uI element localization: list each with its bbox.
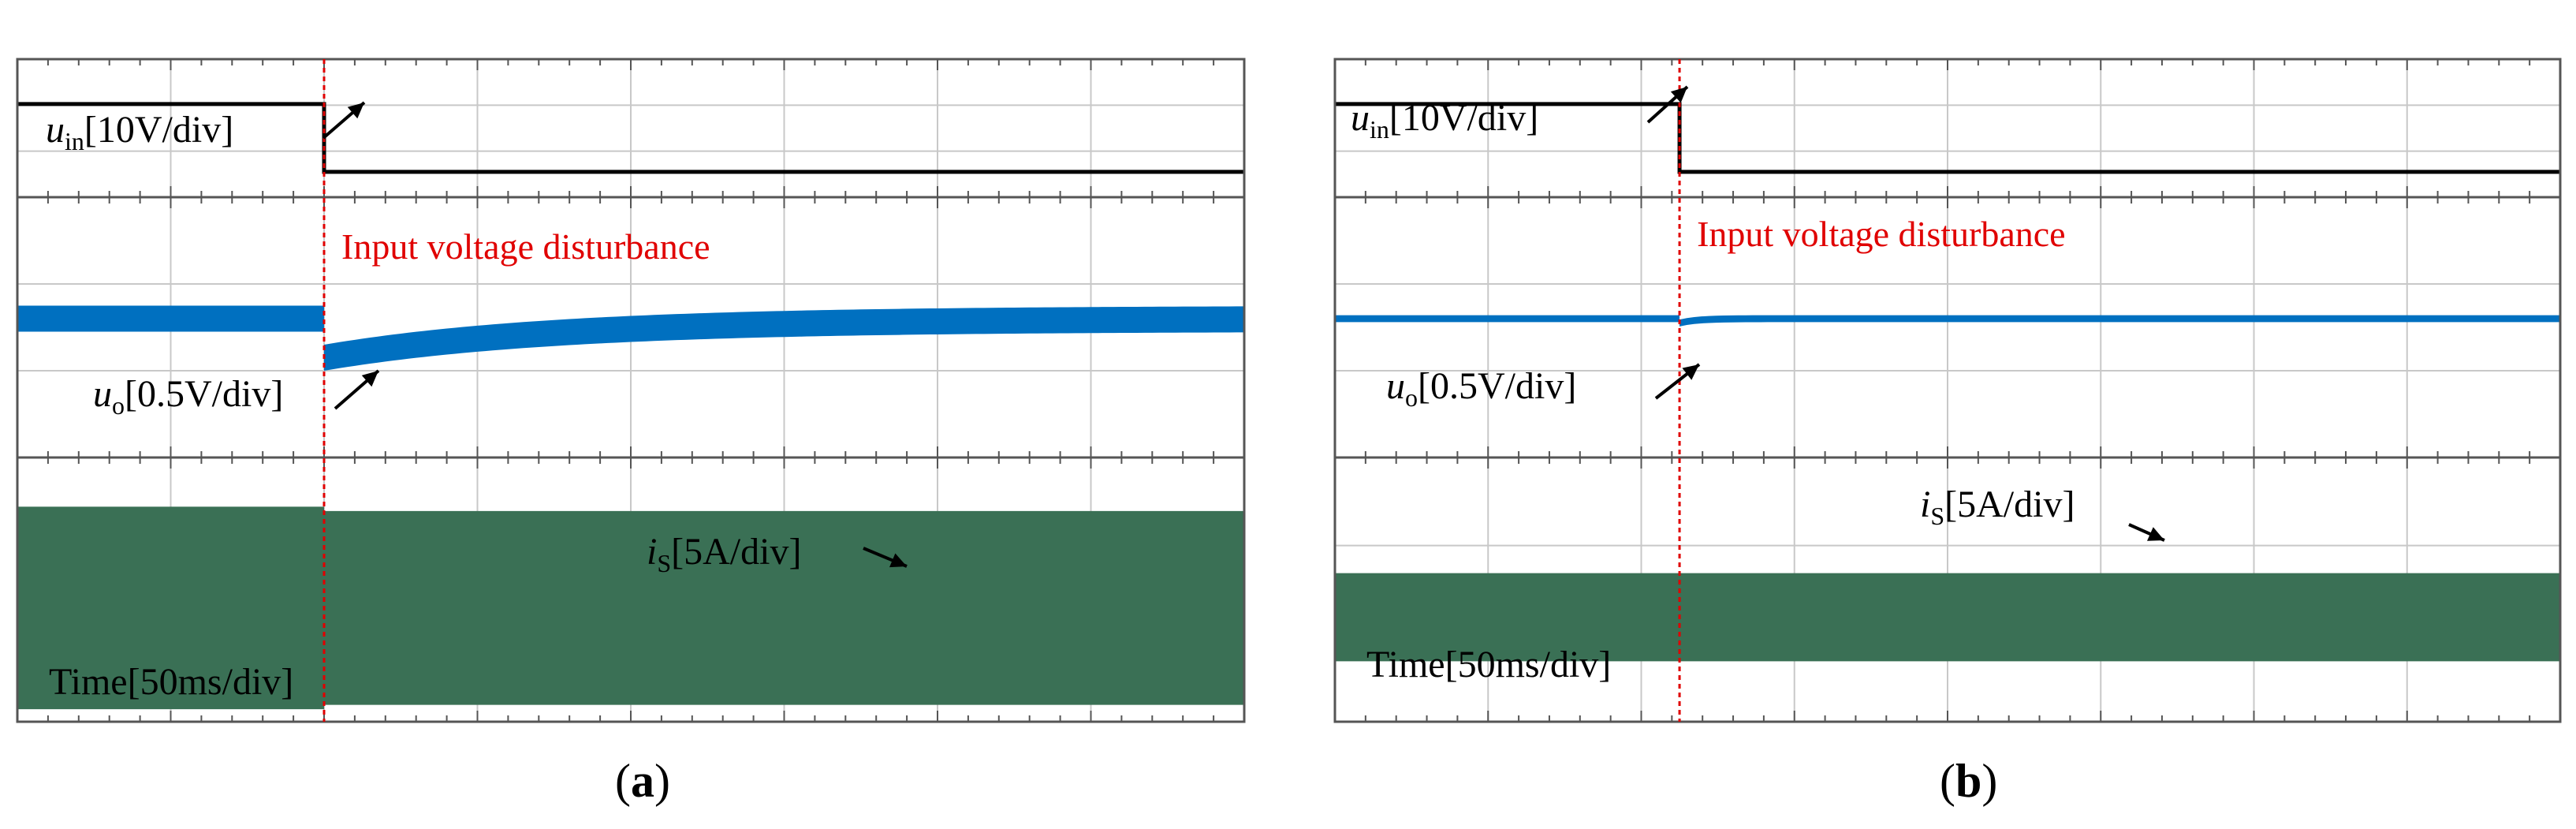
panel-label: (a) — [615, 755, 670, 807]
time-label: Time[50ms/div] — [1366, 644, 1611, 685]
arrow-head — [1670, 87, 1687, 103]
disturbance-label: Input voltage disturbance — [341, 226, 710, 267]
series-uin-label: uin[10V/div] — [46, 109, 233, 155]
panel-label: (b) — [1940, 755, 1997, 807]
arrow-head — [347, 103, 364, 119]
series-is-label: iS[5A/div] — [1920, 484, 2075, 530]
panel-frame — [16, 58, 1246, 723]
arrow-head — [1682, 364, 1699, 380]
arrow-head — [361, 371, 378, 387]
time-label: Time[50ms/div] — [49, 661, 293, 703]
series-uin-label: uin[10V/div] — [1351, 97, 1538, 144]
series-is-band — [1335, 573, 2560, 662]
arrow-head — [889, 553, 907, 568]
arrow-head — [2147, 527, 2164, 541]
series-uo-label: uo[0.5V/div] — [93, 373, 283, 420]
panel-frame — [1333, 58, 2562, 723]
series-uo-label: uo[0.5V/div] — [1386, 365, 1576, 412]
series-uo-band — [1335, 315, 2560, 327]
series-is-label: iS[5A/div] — [647, 531, 801, 577]
panel-a: Input voltage disturbance uin[10V/div] uo[… — [16, 58, 1246, 807]
disturbance-label: Input voltage disturbance — [1697, 214, 2066, 254]
panel-b: Input voltage disturbance uin[10V/div] uo[… — [1333, 58, 2562, 807]
